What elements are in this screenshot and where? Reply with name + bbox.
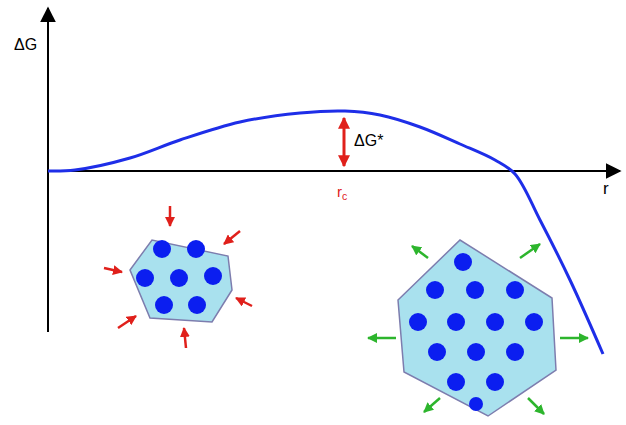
shrink-arrows: [104, 206, 252, 348]
growth-arrows: [368, 244, 588, 414]
large-nucleus-atoms: [409, 253, 543, 411]
small-nucleus-atoms: [136, 240, 222, 314]
large-nucleus: [398, 240, 556, 416]
axis-label: r: [603, 180, 609, 199]
barrier-label: ΔG*: [354, 132, 383, 150]
critical-radius-label: rc: [337, 184, 347, 203]
small-nucleus: [130, 240, 232, 322]
x-axis: [48, 170, 620, 172]
barrier-arrow: [343, 118, 346, 166]
axis-label: ΔG: [14, 36, 37, 54]
